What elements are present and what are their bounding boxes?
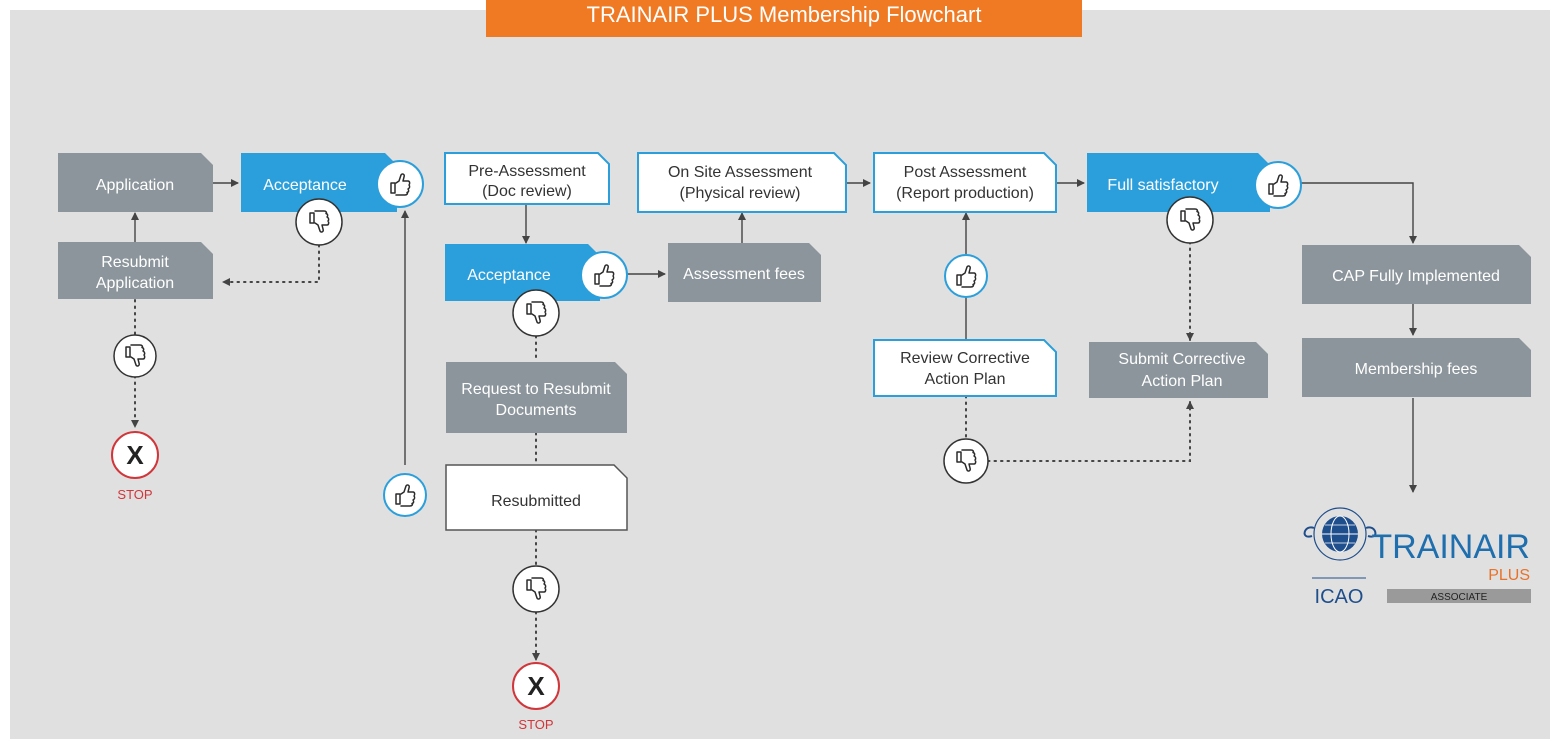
acceptance-label-1: Acceptance	[263, 177, 347, 194]
thumbs-down-icon	[512, 565, 560, 613]
thumbs-up-icon	[580, 251, 628, 299]
pre-assessment-label-1: Pre-Assessment	[468, 163, 586, 180]
thumbs-up-icon	[944, 254, 988, 298]
review-cap-box: Review Corrective Action Plan	[873, 339, 1057, 397]
on-site-label-1: On Site Assessment	[668, 164, 813, 181]
resubmitted-label: Resubmitted	[491, 493, 581, 510]
icao-wordmark: ICAO	[1315, 586, 1364, 608]
post-assessment-label-1: Post Assessment	[904, 164, 1027, 181]
solid-connectors	[131, 179, 1417, 493]
dotted-connectors	[131, 241, 1194, 661]
membership-fees-label: Membership fees	[1355, 361, 1478, 378]
application-label: Application	[96, 177, 174, 194]
assessment-fees-box: Assessment fees	[668, 243, 821, 302]
thumbs-down-icon	[113, 334, 157, 378]
request-resubmit-box: Request to Resubmit Documents	[446, 362, 627, 433]
stop-icon: X	[111, 431, 159, 479]
thumbs-up-icon	[376, 160, 424, 208]
request-resubmit-label-2: Documents	[496, 402, 577, 419]
acceptance-label-2: Acceptance	[467, 267, 551, 284]
page-title: TRAINAIR PLUS Membership Flowchart	[587, 2, 982, 27]
cap-implemented-box: CAP Fully Implemented	[1302, 245, 1531, 304]
on-site-assessment-box: On Site Assessment (Physical review)	[637, 152, 847, 213]
cap-implemented-label: CAP Fully Implemented	[1332, 268, 1500, 285]
pre-assessment-box: Pre-Assessment (Doc review)	[444, 152, 610, 205]
thumbs-down-icon	[512, 289, 560, 337]
application-box: Application	[58, 153, 213, 212]
post-assessment-box: Post Assessment (Report production)	[873, 152, 1057, 213]
stop-mark: X	[527, 671, 545, 701]
thumbs-up-icon	[1254, 161, 1302, 209]
submit-cap-label-1: Submit Corrective	[1118, 351, 1245, 368]
full-satisfactory-box: Full satisfactory	[1087, 153, 1270, 212]
plus-wordmark: PLUS	[1488, 567, 1530, 584]
trainair-plus-logo: ICAO TRAINAIR PLUS ASSOCIATE	[1303, 507, 1531, 608]
trainair-wordmark: TRAINAIR	[1371, 528, 1530, 566]
resubmit-application-label-1: Resubmit	[101, 254, 169, 271]
resubmit-application-label-2: Application	[96, 275, 174, 292]
stop-label: STOP	[518, 717, 553, 732]
request-resubmit-label-1: Request to Resubmit	[461, 381, 611, 398]
review-cap-label-1: Review Corrective	[900, 350, 1030, 367]
membership-fees-box: Membership fees	[1302, 338, 1531, 397]
stop-mark: X	[126, 440, 144, 470]
post-assessment-label-2: (Report production)	[896, 185, 1034, 202]
submit-cap-box: Submit Corrective Action Plan	[1089, 342, 1268, 398]
thumbs-down-icon	[1166, 196, 1214, 244]
review-cap-label-2: Action Plan	[925, 371, 1006, 388]
assessment-fees-label: Assessment fees	[683, 266, 805, 283]
thumbs-down-icon	[295, 198, 343, 246]
on-site-label-2: (Physical review)	[680, 185, 801, 202]
pre-assessment-label-2: (Doc review)	[482, 183, 572, 200]
stop-label: STOP	[117, 487, 152, 502]
stop-icon: X	[512, 662, 560, 710]
associate-bar	[1387, 589, 1531, 603]
resubmitted-box: Resubmitted	[445, 464, 628, 531]
resubmit-application-box: Resubmit Application	[58, 242, 213, 299]
acceptance-box-2: Acceptance	[445, 244, 600, 301]
thumbs-down-icon	[943, 438, 989, 484]
full-satisfactory-label: Full satisfactory	[1107, 177, 1218, 194]
associate-label: ASSOCIATE	[1431, 592, 1488, 603]
title-banner: TRAINAIR PLUS Membership Flowchart	[486, 0, 1082, 37]
diagram-panel	[10, 10, 1550, 739]
icao-seal-icon	[1303, 507, 1377, 561]
thumbs-up-icon	[383, 473, 427, 517]
submit-cap-label-2: Action Plan	[1142, 373, 1223, 390]
